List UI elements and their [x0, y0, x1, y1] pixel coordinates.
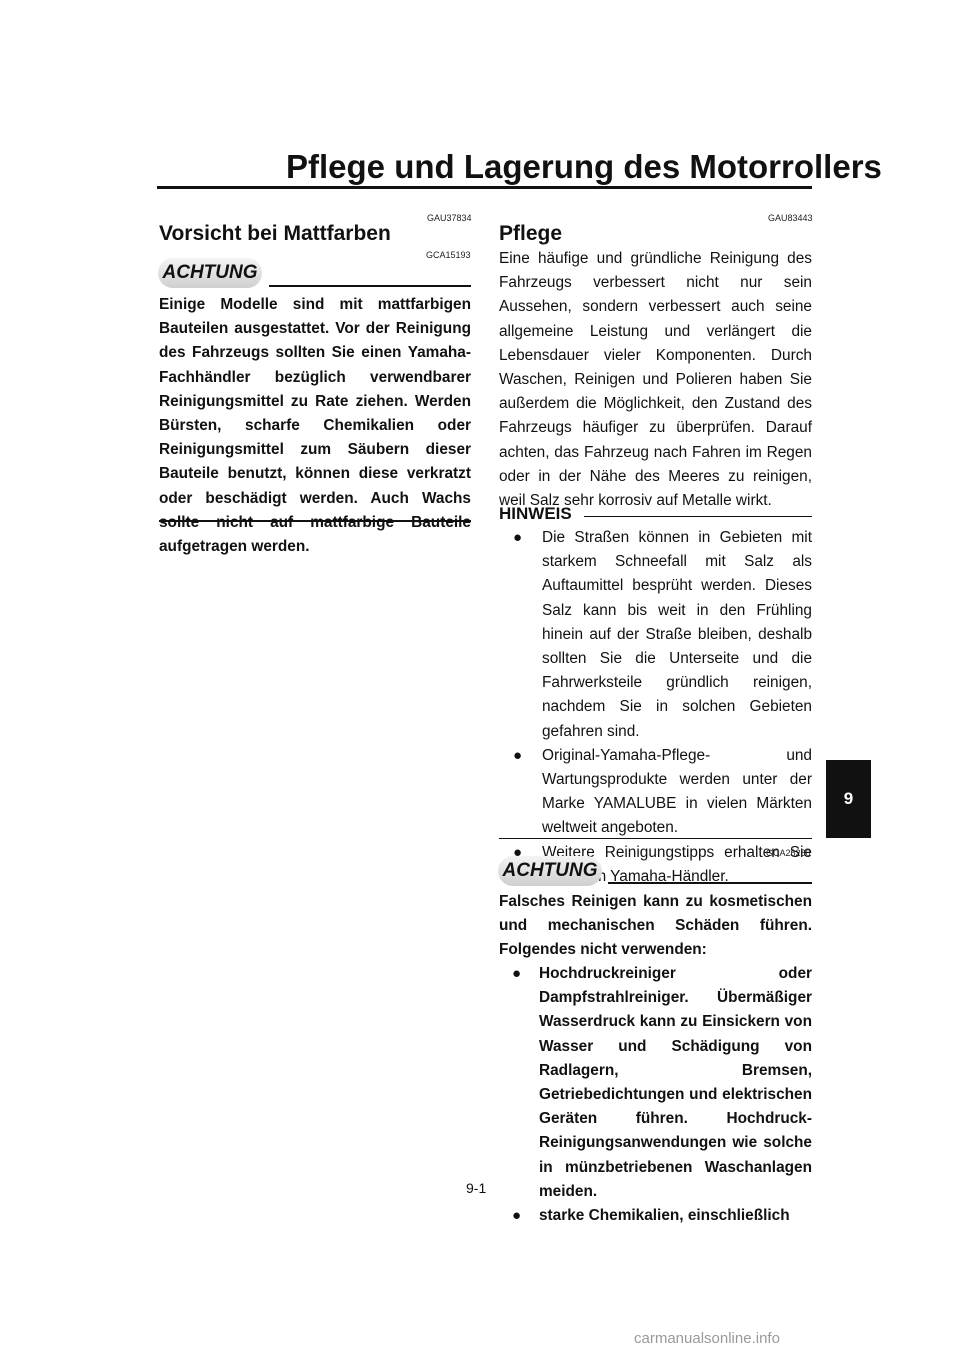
list-item: ●Original-Yamaha-Pflege- und Wartungspro…: [513, 744, 812, 841]
hinweis-list: ●Die Straßen können in Gebieten mit star…: [513, 526, 812, 889]
section-code: GAU37834: [427, 213, 472, 223]
hinweis-label: HINWEIS: [499, 504, 572, 523]
notice-bottom-rule: [159, 520, 471, 522]
pflege-body: Eine häufige und gründliche Reinigung de…: [499, 250, 812, 510]
page-number: 9-1: [466, 1180, 487, 1196]
notice-code: GCA26280: [766, 848, 811, 858]
bullet-icon: ●: [513, 843, 523, 861]
list-item: ●starke Chemikalien, einschließlich: [512, 1204, 812, 1228]
title-divider: [157, 186, 812, 189]
notice-text: Einige Modelle sind mit mattfarbigen Bau…: [159, 296, 471, 556]
hinweis-bottom-rule: [499, 838, 812, 839]
bullet-icon: ●: [512, 965, 522, 982]
hinweis-top-rule: [584, 516, 812, 517]
bullet-icon: ●: [512, 1207, 522, 1225]
notice-code: GCA15193: [426, 250, 471, 260]
notice-top-rule: [269, 285, 471, 287]
notice-list: ●Hochdruckreiniger oder Dampfstrahlreini…: [512, 962, 812, 1228]
section-heading-pflege: Pflege: [499, 222, 563, 245]
bullet-icon: ●: [513, 746, 523, 764]
notice-top-rule: [608, 882, 812, 884]
section-heading-mattfarben: Vorsicht bei Mattfarben: [159, 222, 391, 245]
list-item: ●Hochdruckreiniger oder Dampfstrahlreini…: [512, 962, 812, 1204]
watermark: carmanualsonline.info: [634, 1330, 780, 1347]
achtung-badge: ACHTUNG: [158, 258, 262, 288]
list-item: ●Die Straßen können in Gebieten mit star…: [513, 526, 812, 744]
chapter-tab: 9: [826, 760, 871, 838]
page-title: Pflege und Lagerung des Motorrollers: [286, 148, 882, 185]
notice-intro: Falsches Reinigen kann zu kosmetischen u…: [499, 893, 812, 959]
bullet-icon: ●: [513, 529, 523, 546]
section-code: GAU83443: [768, 213, 813, 223]
achtung-badge: ACHTUNG: [498, 856, 602, 886]
